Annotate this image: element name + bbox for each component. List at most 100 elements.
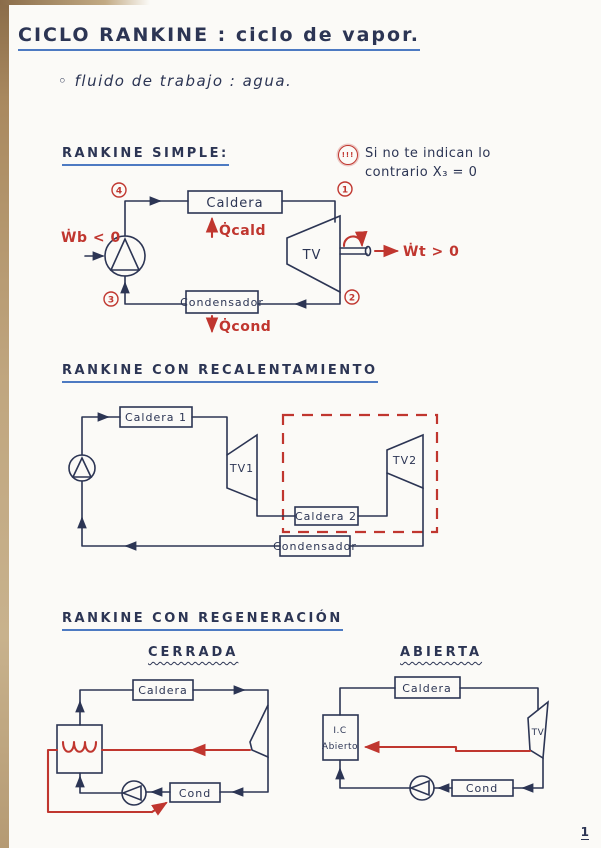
boiler2-box	[294, 506, 359, 526]
reheat-stage-dashed-outline	[281, 413, 439, 534]
state-node-4	[111, 182, 127, 198]
boiler-label: Caldera	[402, 682, 452, 695]
condenser-box	[185, 290, 259, 314]
condenser-box	[279, 535, 351, 557]
pipe-condenser-to-pump	[124, 275, 187, 305]
regeneration-closed-diagram: Caldera Cond	[46, 679, 269, 816]
pipes	[120, 196, 341, 309]
warning-badge-icon: !!!	[338, 145, 358, 165]
condenser: Condensador	[180, 290, 264, 314]
boiler-box	[394, 676, 461, 699]
regeneration-open-diagram: Caldera I.C Abierto TV Cond	[322, 676, 549, 801]
condenser-label: Condensador	[273, 540, 357, 553]
pipe-boiler2-to-tv2	[357, 472, 388, 517]
margin-note: !!! Si no te indican lo contrario X₃ = 0	[338, 145, 568, 183]
turbine-1: TV1	[226, 433, 258, 502]
turbine-label: TV	[531, 728, 545, 738]
pump	[120, 780, 147, 806]
boiler-1: Caldera 1	[119, 406, 193, 428]
section-heading-simple: RANKINE SIMPLE:	[62, 146, 229, 166]
pump: Ẇb < 0	[61, 229, 146, 277]
work-out-annotation: Ẇt > 0	[342, 231, 459, 260]
work-in-label: Ẇb < 0	[61, 229, 121, 246]
pipe-pump-to-boiler	[124, 200, 189, 237]
boiler: Caldera	[187, 190, 283, 214]
state-1: 1	[342, 186, 348, 196]
drain-arrow	[150, 801, 168, 816]
pipe-tv1-to-boiler2	[256, 499, 296, 517]
pipe-boiler-to-turbine	[281, 200, 336, 223]
pump-icon	[104, 235, 146, 277]
turbine: TV	[286, 214, 372, 294]
shaft-rotation-arrow	[342, 231, 368, 248]
condenser: Condensador	[273, 535, 357, 557]
subtitle: ◦ fluido de trabajo : agua.	[58, 72, 293, 90]
condenser: Cond	[451, 779, 514, 797]
pipe-pump-to-heater	[339, 759, 411, 789]
pump-triangle	[109, 237, 141, 271]
photo-edge-left	[0, 0, 9, 848]
pump	[68, 454, 96, 482]
open-feedwater-heater: I.C Abierto	[322, 714, 359, 761]
pipe-turbine-to-condenser	[512, 757, 544, 789]
closed-variant-title: CERRADA	[148, 645, 239, 660]
extraction-line	[46, 743, 252, 816]
turbine-shape	[249, 704, 269, 759]
state-node-3	[103, 291, 119, 307]
condenser-box	[451, 779, 514, 797]
heat-in-annotation: Q̇cald	[205, 216, 266, 239]
boiler1-label: Caldera 1	[125, 411, 187, 424]
tv1-shape	[226, 433, 258, 502]
turbine-2: TV2	[386, 433, 424, 490]
boiler1-box	[119, 406, 193, 428]
tv2-label: TV2	[392, 454, 417, 467]
turbine	[249, 704, 269, 759]
pipe-boiler-to-turbine	[459, 687, 539, 711]
page-title: CICLO RANKINE : ciclo de vapor.	[18, 24, 420, 51]
pipe-turbine-to-condenser	[219, 756, 269, 793]
pipes	[77, 412, 424, 551]
heat-out-annotation: Q̇cond	[205, 314, 271, 335]
pipe-boiler1-to-tv1	[191, 416, 228, 456]
page-number: 1	[580, 825, 589, 840]
condenser-box	[169, 782, 221, 803]
state-4: 4	[116, 187, 122, 197]
steam-extraction-line	[363, 740, 532, 754]
heater-box	[322, 714, 359, 761]
state-2: 2	[349, 294, 355, 304]
section-heading-reheat: RANKINE CON RECALENTAMIENTO	[62, 363, 378, 383]
note-line1: Si no te indican lo	[365, 146, 491, 161]
work-out-label: Ẇt > 0	[403, 243, 459, 260]
pipe-condenser-to-pump	[81, 480, 281, 547]
state-3: 3	[108, 296, 114, 306]
boiler: Caldera	[132, 679, 194, 701]
heat-in-label: Q̇cald	[219, 222, 266, 239]
boiler-label: Caldera	[206, 196, 263, 211]
heater-label-line1: I.C	[333, 726, 346, 736]
note-text: Si no te indican lo contrario X₃ = 0	[365, 145, 491, 183]
turbine: TV	[527, 700, 549, 760]
open-variant-title: ABIERTA	[400, 645, 483, 660]
pipe-heater-to-boiler	[339, 687, 396, 716]
extraction-line	[363, 740, 532, 754]
pipe-turbine-to-condenser	[257, 291, 341, 305]
boiler: Caldera	[394, 676, 461, 699]
note-line2: contrario X₃ = 0	[365, 164, 478, 180]
condenser-label: Cond	[179, 787, 211, 800]
pipes	[335, 687, 544, 793]
shaft-end	[364, 245, 372, 257]
boiler-2: Caldera 2	[294, 506, 359, 526]
heat-out-label: Q̇cond	[219, 318, 271, 335]
closed-feedwater-heater	[56, 724, 103, 774]
pipe-heater-to-boiler	[79, 689, 134, 726]
pipe-boiler-to-turbine	[192, 689, 269, 706]
condenser: Cond	[169, 782, 221, 803]
boiler-box	[187, 190, 283, 214]
pump-icon	[68, 454, 96, 482]
state-node-1	[337, 181, 353, 197]
pipe-tv2-to-condenser	[349, 487, 424, 547]
pipes	[75, 685, 269, 797]
condenser-label: Condensador	[180, 296, 264, 309]
drain-line	[46, 748, 154, 814]
pump-triangle	[408, 779, 430, 797]
